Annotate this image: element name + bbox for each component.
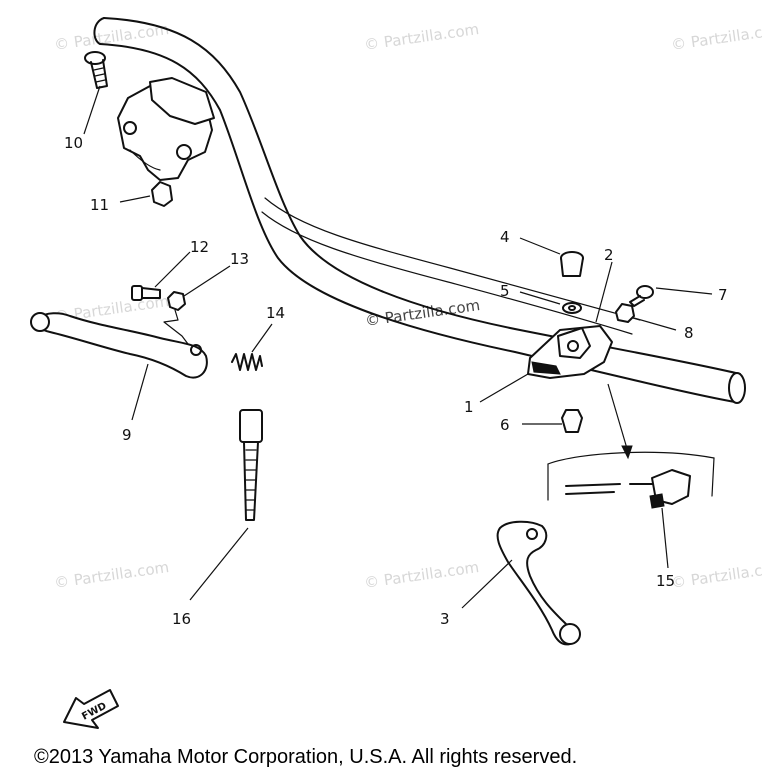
bolt-4: 4 xyxy=(500,228,584,277)
brake-lever-9: 9 xyxy=(30,312,208,444)
bolt-10: 10 xyxy=(64,51,108,152)
lever-holder-1: 1 xyxy=(464,325,613,416)
part-label-4: 4 xyxy=(500,228,510,246)
part-label-2: 2 xyxy=(604,246,614,264)
watermark: © Partzilla.com xyxy=(670,20,762,54)
part-label-8: 8 xyxy=(684,324,694,342)
master-cylinder xyxy=(117,77,215,181)
part-label-16: 16 xyxy=(172,610,191,628)
watermark: © Partzilla.com xyxy=(53,558,170,592)
watermark: © Partzilla.com xyxy=(364,296,481,330)
detail-inset: 15 xyxy=(547,451,715,590)
spring-14: 14 xyxy=(231,304,285,371)
bolt-7: 7 xyxy=(629,285,728,307)
bolt-12: 12 xyxy=(131,238,209,301)
nut-8: 8 xyxy=(615,303,694,342)
part-label-7: 7 xyxy=(718,286,728,304)
part-label-1: 1 xyxy=(464,398,474,416)
fwd-marker: FWD xyxy=(63,689,119,729)
part-label-13: 13 xyxy=(230,250,249,268)
watermark: © Partzilla.com xyxy=(363,20,480,54)
nut-11: 11 xyxy=(90,181,173,214)
part-label-10: 10 xyxy=(64,134,83,152)
nut-13: 13 xyxy=(163,250,249,345)
cable-tie-16: 16 xyxy=(172,409,263,628)
part-label-5: 5 xyxy=(500,282,510,300)
nut-6: 6 xyxy=(500,409,583,434)
part-label-14: 14 xyxy=(266,304,285,322)
part-label-9: 9 xyxy=(122,426,132,444)
part-2: 2 xyxy=(595,246,614,323)
clutch-lever-3: 3 xyxy=(440,520,581,646)
watermark: © Partzilla.com xyxy=(670,558,762,592)
part-label-12: 12 xyxy=(190,238,209,256)
part-label-11: 11 xyxy=(90,196,109,214)
detail-arrow xyxy=(607,383,633,460)
copyright-notice: ©2013 Yamaha Motor Corporation, U.S.A. A… xyxy=(34,746,578,768)
part-label-6: 6 xyxy=(500,416,510,434)
washer-5: 5 xyxy=(500,282,582,314)
watermark: © Partzilla.com xyxy=(363,558,480,592)
part-label-3: 3 xyxy=(440,610,450,628)
part-label-15: 15 xyxy=(656,572,675,590)
